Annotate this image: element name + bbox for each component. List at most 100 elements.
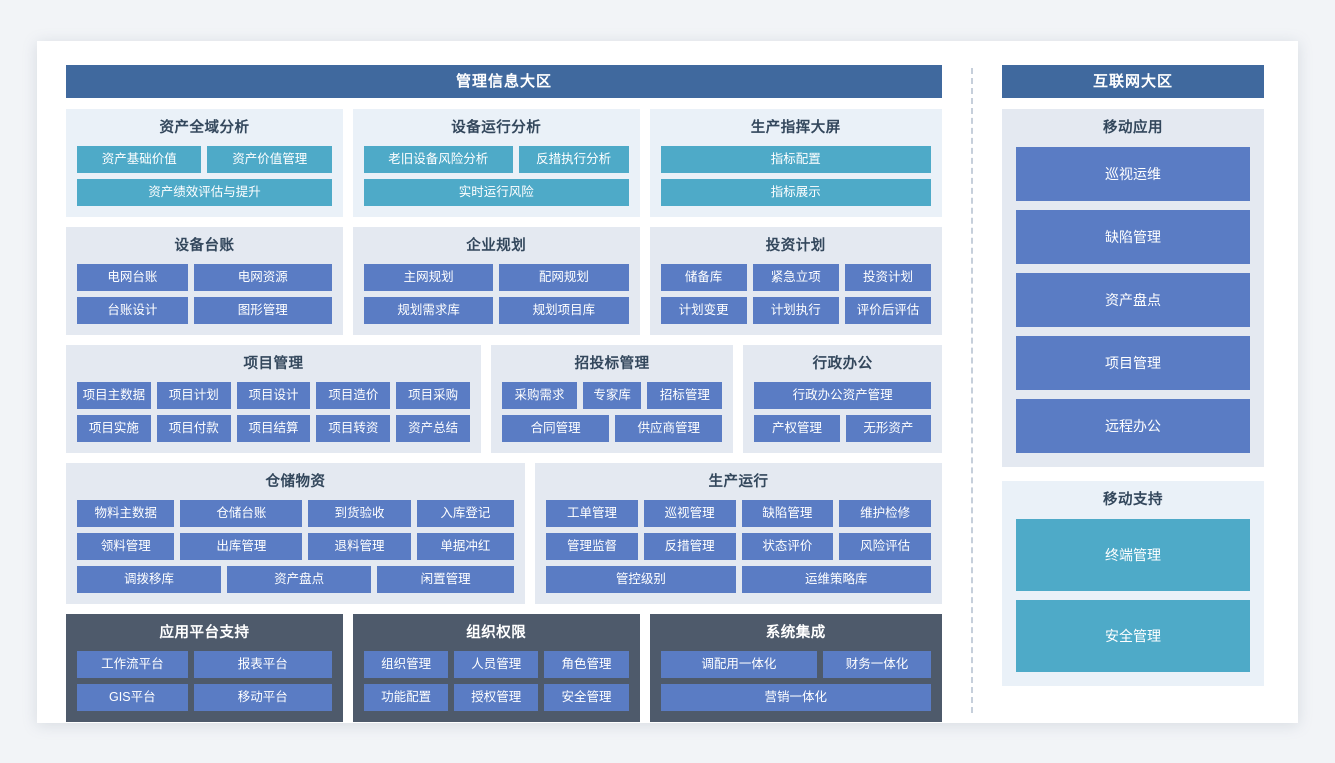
card-system-integration[interactable]: 系统集成 调配用一体化 财务一体化 营销一体化 bbox=[649, 614, 943, 722]
card-project-management[interactable]: 项目管理 项目主数据 项目计划 项目设计 项目造价 项目采购 项目实施 项目付款… bbox=[66, 345, 482, 453]
tile-defect-management[interactable]: 缺陷管理 bbox=[741, 500, 834, 527]
tile-picking-management[interactable]: 领料管理 bbox=[77, 533, 175, 560]
tile-gis-platform[interactable]: GIS平台 bbox=[77, 684, 188, 711]
tile-countermeasure-execution-analysis[interactable]: 反措执行分析 bbox=[518, 146, 629, 173]
tile-project-payment[interactable]: 项目付款 bbox=[156, 415, 231, 442]
tile-emergency-project[interactable]: 紧急立项 bbox=[752, 264, 839, 291]
card-equipment-operation-analysis[interactable]: 设备运行分析 老旧设备风险分析 反措执行分析 实时运行风险 bbox=[352, 109, 640, 217]
tile-asset-summary[interactable]: 资产总结 bbox=[396, 415, 471, 442]
tile-risk-assessment[interactable]: 风险评估 bbox=[839, 533, 931, 560]
tile-project-design[interactable]: 项目设计 bbox=[236, 382, 311, 409]
tile-main-grid-planning[interactable]: 主网规划 bbox=[363, 264, 494, 291]
tile-mobile-platform[interactable]: 移动平台 bbox=[193, 684, 332, 711]
tile-planning-demand-library[interactable]: 规划需求库 bbox=[363, 297, 494, 324]
card-administrative-office[interactable]: 行政办公 行政办公资产管理 产权管理 无形资产 bbox=[743, 345, 942, 453]
tile-bid-management[interactable]: 招标管理 bbox=[647, 382, 723, 409]
tile-authorization-management[interactable]: 授权管理 bbox=[454, 684, 539, 711]
tile-indicator-display[interactable]: 指标展示 bbox=[660, 179, 932, 206]
card-mobile-application[interactable]: 移动应用 巡视运维 缺陷管理 资产盘点 项目管理 远程办公 bbox=[1002, 109, 1264, 467]
tile-planning-project-library[interactable]: 规划项目库 bbox=[499, 297, 629, 324]
tile-project-implementation[interactable]: 项目实施 bbox=[77, 415, 151, 442]
tile-remote-office[interactable]: 远程办公 bbox=[1016, 399, 1250, 453]
tile-terminal-management[interactable]: 终端管理 bbox=[1016, 519, 1250, 591]
tile-project-capitalization[interactable]: 项目转资 bbox=[316, 415, 391, 442]
tile-material-return-management[interactable]: 退料管理 bbox=[308, 533, 411, 560]
tile-om-strategy-library[interactable]: 运维策略库 bbox=[741, 566, 932, 593]
tile-status-evaluation[interactable]: 状态评价 bbox=[741, 533, 834, 560]
card-organization-permissions[interactable]: 组织权限 组织管理 人员管理 角色管理 功能配置 授权管理 安全管理 bbox=[352, 614, 640, 722]
card-application-platform-support[interactable]: 应用平台支持 工作流平台 报表平台 GIS平台 移动平台 bbox=[66, 614, 343, 722]
tile-asset-base-value[interactable]: 资产基础价值 bbox=[77, 146, 202, 173]
tile-admin-office-asset-management[interactable]: 行政办公资产管理 bbox=[754, 382, 931, 409]
tile-project-master-data[interactable]: 项目主数据 bbox=[77, 382, 151, 409]
tile-dispatch-allocation-integration[interactable]: 调配用一体化 bbox=[660, 651, 818, 678]
tile-expert-library[interactable]: 专家库 bbox=[582, 382, 642, 409]
tile-investment-plan[interactable]: 投资计划 bbox=[844, 264, 932, 291]
tile-inspection-management[interactable]: 巡视管理 bbox=[643, 500, 736, 527]
tile-project-plan[interactable]: 项目计划 bbox=[156, 382, 231, 409]
tile-procurement-demand[interactable]: 采购需求 bbox=[502, 382, 577, 409]
tile-grid-resource[interactable]: 电网资源 bbox=[193, 264, 332, 291]
tile-plan-change[interactable]: 计划变更 bbox=[660, 297, 747, 324]
tile-realtime-operation-risk[interactable]: 实时运行风险 bbox=[363, 179, 629, 206]
tile-reserve-library[interactable]: 储备库 bbox=[660, 264, 747, 291]
tile-plan-execution[interactable]: 计划执行 bbox=[752, 297, 839, 324]
card-enterprise-planning[interactable]: 企业规划 主网规划 配网规划 规划需求库 规划项目库 bbox=[352, 227, 640, 335]
tile-maintenance-overhaul[interactable]: 维护检修 bbox=[839, 500, 931, 527]
card-production-operation[interactable]: 生产运行 工单管理 巡视管理 缺陷管理 维护检修 管理监督 反措管理 状态评价 … bbox=[535, 463, 942, 604]
tile-function-configuration[interactable]: 功能配置 bbox=[363, 684, 449, 711]
tile-inbound-registration[interactable]: 入库登记 bbox=[416, 500, 515, 527]
tile-property-rights-management[interactable]: 产权管理 bbox=[754, 415, 840, 442]
tile-work-order-management[interactable]: 工单管理 bbox=[546, 500, 638, 527]
tile-marketing-integration[interactable]: 营销一体化 bbox=[660, 684, 932, 711]
tile-outbound-management[interactable]: 出库管理 bbox=[180, 533, 303, 560]
tile-control-level[interactable]: 管控级别 bbox=[546, 566, 736, 593]
tile-warehouse-ledger[interactable]: 仓储台账 bbox=[180, 500, 303, 527]
card-mobile-support[interactable]: 移动支持 终端管理 安全管理 bbox=[1002, 481, 1264, 686]
tile-contract-management[interactable]: 合同管理 bbox=[502, 415, 610, 442]
tile-workflow-platform[interactable]: 工作流平台 bbox=[77, 651, 188, 678]
tile-security-management[interactable]: 安全管理 bbox=[544, 684, 629, 711]
tile-intangible-assets[interactable]: 无形资产 bbox=[845, 415, 932, 442]
tile-transfer-relocation[interactable]: 调拨移库 bbox=[77, 566, 222, 593]
tile-asset-inventory[interactable]: 资产盘点 bbox=[227, 566, 372, 593]
tile-asset-inventory[interactable]: 资产盘点 bbox=[1016, 273, 1250, 327]
tile-row: 指标展示 bbox=[660, 179, 932, 206]
tile-indicator-configuration[interactable]: 指标配置 bbox=[660, 146, 932, 173]
card-asset-global-analysis[interactable]: 资产全域分析 资产基础价值 资产价值管理 资产绩效评估与提升 bbox=[66, 109, 343, 217]
tile-asset-performance-evaluation[interactable]: 资产绩效评估与提升 bbox=[77, 179, 332, 206]
tile-finance-integration[interactable]: 财务一体化 bbox=[823, 651, 932, 678]
tile-project-cost[interactable]: 项目造价 bbox=[316, 382, 391, 409]
tile-supplier-management[interactable]: 供应商管理 bbox=[615, 415, 723, 442]
tile-personnel-management[interactable]: 人员管理 bbox=[454, 651, 539, 678]
tile-inspection-om[interactable]: 巡视运维 bbox=[1016, 147, 1250, 201]
tile-organization-management[interactable]: 组织管理 bbox=[363, 651, 449, 678]
tile-row: 实时运行风险 bbox=[363, 179, 629, 206]
card-investment-plan[interactable]: 投资计划 储备库 紧急立项 投资计划 计划变更 计划执行 评价后评估 bbox=[649, 227, 943, 335]
tile-distribution-grid-planning[interactable]: 配网规划 bbox=[499, 264, 629, 291]
card-warehouse-materials[interactable]: 仓储物资 物料主数据 仓储台账 到货验收 入库登记 领料管理 出库管理 退料管理… bbox=[66, 463, 526, 604]
tile-post-evaluation[interactable]: 评价后评估 bbox=[844, 297, 932, 324]
tile-idle-management[interactable]: 闲置管理 bbox=[377, 566, 515, 593]
tile-row: 规划需求库 规划项目库 bbox=[363, 297, 629, 324]
tile-graphic-management[interactable]: 图形管理 bbox=[193, 297, 332, 324]
tile-role-management[interactable]: 角色管理 bbox=[544, 651, 629, 678]
tile-report-platform[interactable]: 报表平台 bbox=[193, 651, 332, 678]
card-equipment-ledger[interactable]: 设备台账 电网台账 电网资源 台账设计 图形管理 bbox=[66, 227, 343, 335]
tile-ledger-design[interactable]: 台账设计 bbox=[77, 297, 188, 324]
tile-countermeasure-management[interactable]: 反措管理 bbox=[643, 533, 736, 560]
card-bidding-management[interactable]: 招投标管理 采购需求 专家库 招标管理 合同管理 供应商管理 bbox=[491, 345, 734, 453]
tile-management-supervision[interactable]: 管理监督 bbox=[546, 533, 638, 560]
tile-project-management[interactable]: 项目管理 bbox=[1016, 336, 1250, 390]
tile-old-equipment-risk-analysis[interactable]: 老旧设备风险分析 bbox=[363, 146, 513, 173]
tile-material-master-data[interactable]: 物料主数据 bbox=[77, 500, 175, 527]
card-production-command-screen[interactable]: 生产指挥大屏 指标配置 指标展示 bbox=[649, 109, 943, 217]
tile-project-settlement[interactable]: 项目结算 bbox=[236, 415, 311, 442]
tile-defect-management[interactable]: 缺陷管理 bbox=[1016, 210, 1250, 264]
tile-project-procurement[interactable]: 项目采购 bbox=[396, 382, 471, 409]
tile-goods-acceptance[interactable]: 到货验收 bbox=[308, 500, 411, 527]
tile-document-reversal[interactable]: 单据冲红 bbox=[416, 533, 515, 560]
tile-asset-value-management[interactable]: 资产价值管理 bbox=[207, 146, 332, 173]
tile-security-management[interactable]: 安全管理 bbox=[1016, 600, 1250, 672]
tile-grid-ledger[interactable]: 电网台账 bbox=[77, 264, 188, 291]
